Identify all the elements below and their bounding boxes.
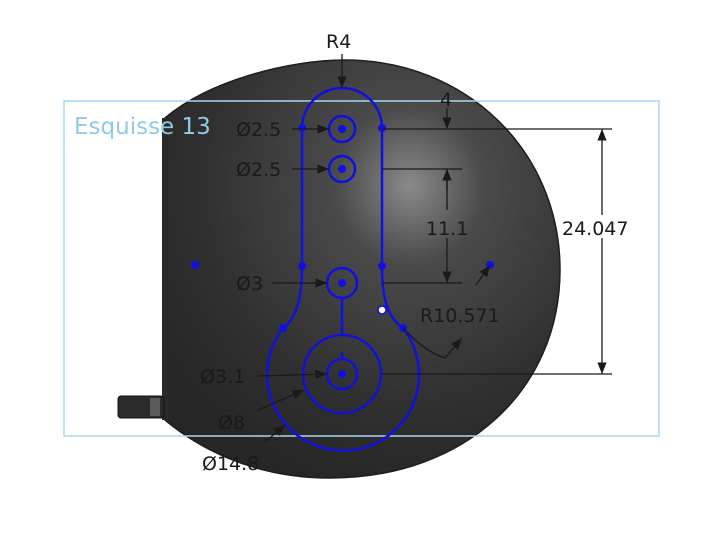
sketch-point[interactable]: [338, 165, 346, 173]
shaft-stub-highlight: [150, 398, 160, 416]
sketch-point[interactable]: [298, 262, 306, 270]
sketch-point[interactable]: [191, 261, 199, 269]
sketch-point[interactable]: [378, 124, 386, 132]
sketch-geometry[interactable]: [265, 86, 421, 452]
selected-point[interactable]: [377, 305, 387, 315]
slot-outline[interactable]: [265, 86, 421, 452]
dim-dia-14-8[interactable]: Ø14.8: [202, 453, 259, 475]
sketch-point[interactable]: [279, 324, 287, 332]
dim-r4[interactable]: R4: [326, 31, 351, 53]
dim-dia-2-5-mid[interactable]: Ø2.5: [236, 159, 281, 181]
sketch-points[interactable]: [191, 124, 494, 378]
sketch-point[interactable]: [338, 125, 346, 133]
dim-11-1[interactable]: 11.1: [426, 218, 468, 240]
sketch-point[interactable]: [298, 124, 306, 132]
dim-dia-8[interactable]: Ø8: [218, 412, 245, 434]
dim-dia-2-5-top[interactable]: Ø2.5: [236, 119, 281, 141]
dim-r10-571[interactable]: R10.571: [420, 305, 500, 327]
dim-24-047[interactable]: 24.047: [562, 218, 628, 240]
sketch-label[interactable]: Esquisse 13: [74, 114, 211, 140]
dim-dia-3[interactable]: Ø3: [236, 273, 263, 295]
body-flat-edge: [162, 118, 168, 420]
sketch-point[interactable]: [338, 370, 346, 378]
dim-4[interactable]: 4: [440, 89, 452, 111]
sketch-point[interactable]: [338, 279, 346, 287]
dimension-lines: [257, 54, 612, 443]
sketch-point[interactable]: [378, 262, 386, 270]
dim-dia-3-1[interactable]: Ø3.1: [200, 366, 245, 388]
dimension-labels[interactable]: R4 4 11.1 24.047 R10.571 Ø2.5 Ø2.5 Ø3 Ø3…: [200, 31, 628, 475]
sketch-frame: [63, 100, 660, 437]
